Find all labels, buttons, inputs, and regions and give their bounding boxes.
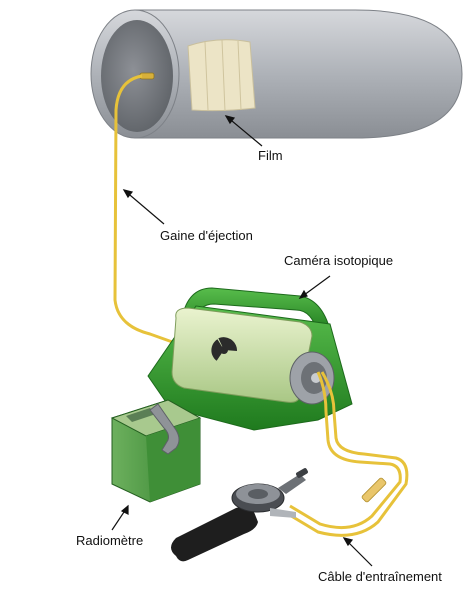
film [188,40,255,111]
drive-cable-label: Câble d'entraînement [318,569,442,584]
survey-meter [112,400,200,502]
film-label: Film [258,148,283,163]
camera-label: Caméra isotopique [284,253,393,268]
survey-meter-label: Radiomètre [76,533,143,548]
guide-tube-label: Gaine d'éjection [160,228,253,243]
guide-tube-nozzle [140,73,154,79]
